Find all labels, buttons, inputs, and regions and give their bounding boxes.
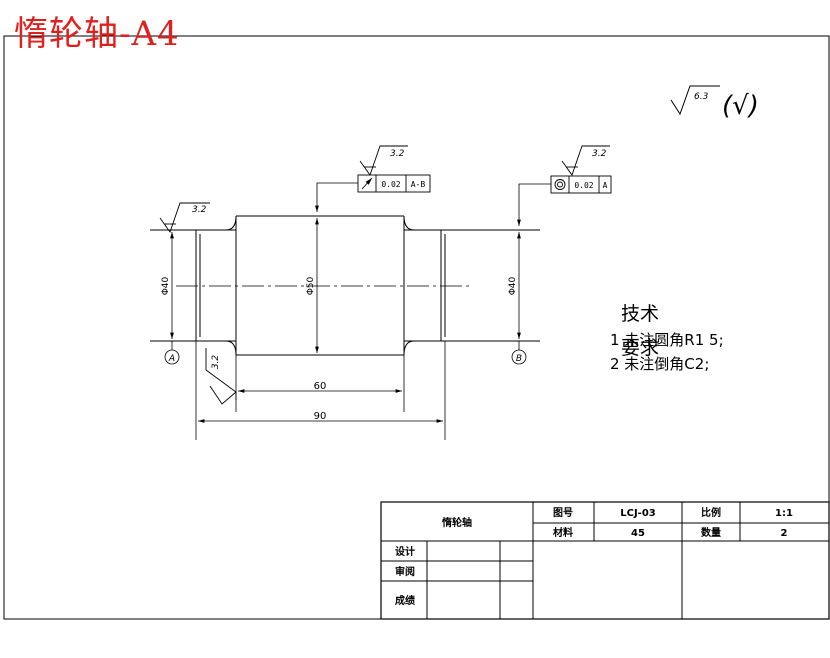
datum-a-label: A — [168, 354, 175, 364]
shoulder-roughness-value: 3.2 — [211, 355, 221, 370]
title-block: 惰轮轴 图号 LCJ-03 比例 1:1 材料 45 数量 2 设计 审阅 成绩 — [380, 501, 830, 620]
part-name: 惰轮轴 — [442, 516, 472, 529]
drawing-no-label: 图号 — [553, 507, 573, 519]
left-end-surface-finish: 3.2 — [159, 202, 210, 233]
scale-label: 比例 — [701, 506, 721, 519]
page-title: 惰轮轴-A4 — [14, 14, 180, 54]
drawing-no: LCJ-03 — [620, 508, 656, 519]
left-diameter-label: Φ40 — [161, 276, 171, 295]
material-label: 材料 — [553, 526, 573, 539]
runout-arrow-icon — [361, 177, 373, 190]
coaxiality-roughness-value: 3.2 — [592, 149, 607, 159]
design-label: 设计 — [395, 545, 415, 558]
quantity-value: 2 — [781, 528, 788, 539]
datum-b-label: B — [516, 354, 522, 364]
tech-req-item-1: 1 未注圆角R1 5; — [610, 331, 724, 349]
runout-tolerance-value: 0.02 — [381, 180, 400, 189]
length-dimensions — [195, 341, 446, 440]
right-diameter-label: Φ40 — [508, 276, 518, 295]
general-surface-finish: 6.3 (√) — [670, 85, 759, 121]
middle-diameter-label: Φ50 — [306, 276, 316, 295]
review-label: 审阅 — [395, 565, 415, 578]
coaxiality-datum-ref: A — [603, 181, 608, 190]
coaxiality-tolerance-value: 0.02 — [574, 181, 593, 190]
shoulder-surface-finish: 3.2 — [205, 348, 237, 405]
roughness-suffix: (√) — [722, 91, 759, 121]
roughness-value: 6.3 — [694, 92, 709, 102]
coaxiality-callout: 3.2 0.02 A — [517, 145, 612, 226]
middle-length-label: 60 — [314, 381, 327, 392]
datum-a-marker: A — [164, 341, 180, 365]
shaft-outline — [150, 215, 540, 356]
runout-datum-ref: A-B — [411, 180, 426, 189]
coaxiality-icon — [554, 179, 566, 190]
datum-b-marker: B — [511, 341, 527, 365]
technical-requirements: 技术 要求 1 未注圆角R1 5; 2 未注倒角C2; — [610, 303, 724, 373]
tech-req-title-line1: 技术 — [621, 303, 659, 325]
tech-req-item-2: 2 未注倒角C2; — [610, 355, 709, 373]
diameter-dimensions — [170, 218, 521, 353]
grade-label: 成绩 — [395, 594, 415, 607]
material-value: 45 — [631, 528, 645, 539]
runout-roughness-value: 3.2 — [390, 149, 405, 159]
scale-value: 1:1 — [775, 508, 793, 519]
tech-req-title-line2: 要求 — [621, 337, 659, 359]
roughness-symbol — [670, 85, 720, 116]
quantity-label: 数量 — [701, 526, 721, 539]
total-length-label: 90 — [314, 411, 327, 422]
left-end-roughness-value: 3.2 — [192, 205, 207, 215]
runout-callout: 3.2 0.02 A-B — [315, 145, 431, 212]
